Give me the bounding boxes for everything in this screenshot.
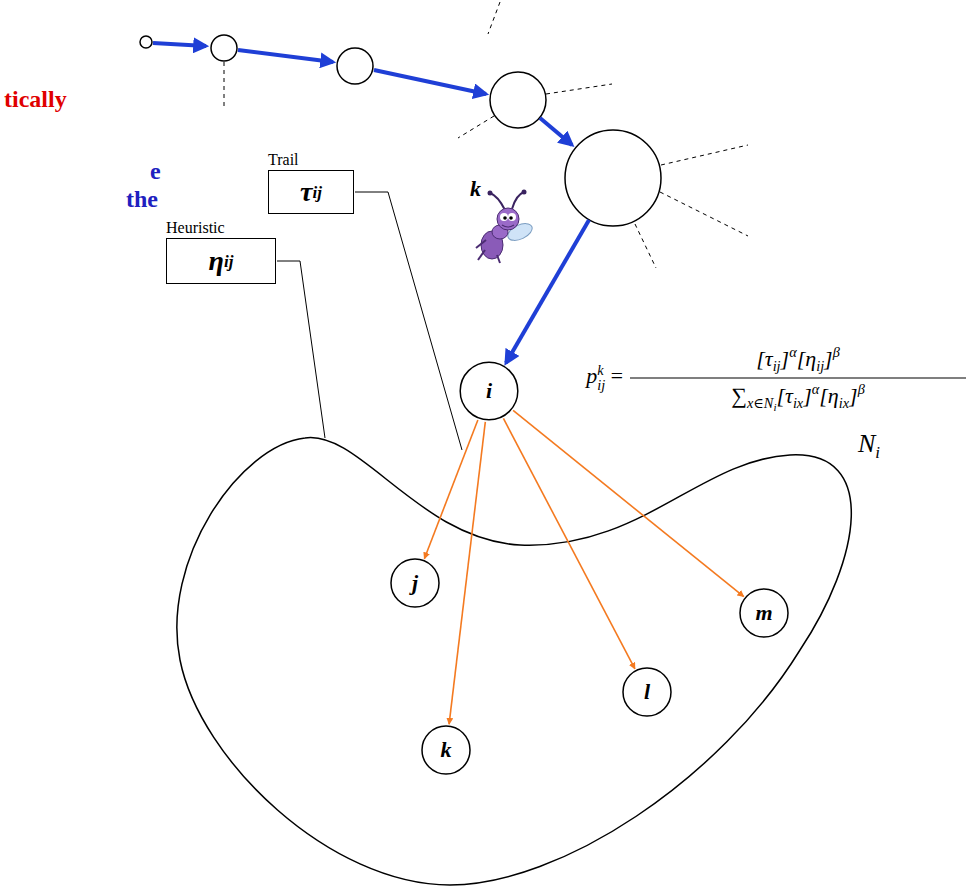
node-label: j bbox=[412, 572, 418, 594]
transition-arrow bbox=[424, 420, 478, 559]
formula-term: x∈N bbox=[747, 395, 773, 411]
ant-label: k bbox=[470, 176, 481, 202]
formula-term: ij bbox=[816, 358, 824, 374]
path-circles bbox=[140, 35, 661, 226]
formula-term: i bbox=[773, 401, 776, 413]
formula-term: ] bbox=[824, 346, 833, 371]
formula-term: ] bbox=[803, 383, 812, 408]
heading-fragment: tically bbox=[4, 86, 67, 113]
neighbourhood-outline bbox=[177, 438, 851, 885]
formula-term: ix bbox=[793, 395, 803, 411]
formula-numerator: [τij]α[ηij]β bbox=[756, 344, 840, 375]
index-stack: kij bbox=[597, 363, 605, 393]
graph-node: l bbox=[622, 667, 672, 717]
text-fragment: the bbox=[126, 186, 158, 213]
box-heading: Trail bbox=[268, 150, 354, 170]
formula-term: ij bbox=[597, 378, 605, 393]
formula-term: β bbox=[858, 381, 865, 397]
formula-term: = bbox=[609, 363, 624, 388]
formula-term: β bbox=[833, 344, 840, 360]
formula-term: ij bbox=[773, 358, 781, 374]
formula-term: ] bbox=[849, 383, 858, 408]
graph-node: k bbox=[421, 725, 471, 775]
node-label: i bbox=[486, 380, 492, 402]
formula-lhs: pkij = bbox=[586, 363, 624, 393]
formula-term: [η bbox=[797, 346, 816, 371]
graph-node: j bbox=[390, 558, 440, 608]
leader-line bbox=[355, 192, 462, 450]
formula-term: ∑ bbox=[731, 383, 747, 408]
formula-term: ix bbox=[839, 395, 849, 411]
graph-node: i bbox=[459, 361, 519, 421]
formula-denominator: ∑x∈Ni[τix]α[ηix]β bbox=[731, 381, 865, 414]
formula-term: i bbox=[875, 443, 880, 462]
formula-term: [τ bbox=[756, 346, 772, 371]
box-heading: Heuristic bbox=[166, 218, 276, 238]
transition-arrow bbox=[449, 422, 485, 724]
node-label: m bbox=[755, 602, 772, 624]
formula-term: [τ bbox=[776, 383, 792, 408]
annotation-box: Heuristicηij bbox=[166, 218, 276, 284]
subscript-text: ij bbox=[312, 184, 321, 201]
symbol-text: τ bbox=[300, 178, 312, 206]
formula-term: k bbox=[597, 363, 605, 378]
node-label: l bbox=[644, 681, 650, 703]
symbol-text: η bbox=[209, 247, 224, 275]
formula-term: α bbox=[789, 344, 797, 360]
box-frame: ηij bbox=[166, 238, 276, 284]
ant-figure bbox=[476, 190, 535, 264]
formula-term: [η bbox=[819, 383, 838, 408]
subscript-text: ij bbox=[224, 253, 233, 270]
formula-term: N bbox=[858, 429, 875, 458]
annotation-box: Trailτij bbox=[268, 150, 354, 214]
graph-node: m bbox=[739, 588, 789, 638]
leader-line bbox=[277, 261, 325, 438]
ant-path bbox=[153, 43, 589, 363]
text-fragment: e bbox=[150, 158, 161, 185]
formula-term: ] bbox=[781, 346, 790, 371]
branch-lines bbox=[224, 2, 748, 268]
formula-term: p bbox=[586, 363, 597, 388]
node-label: k bbox=[441, 739, 452, 761]
fraction-bar bbox=[630, 377, 966, 378]
set-label: Ni bbox=[858, 428, 880, 463]
transition-arrow bbox=[513, 410, 744, 596]
box-frame: τij bbox=[268, 170, 354, 214]
formula-term: α bbox=[812, 381, 820, 397]
